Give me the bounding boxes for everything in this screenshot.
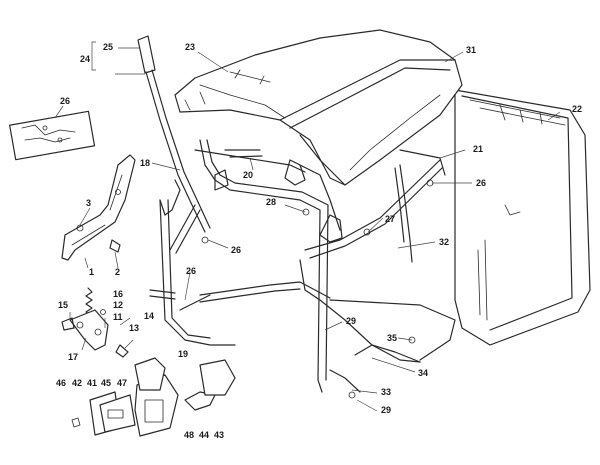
callout-25: 25: [103, 42, 113, 52]
spring-linkage: [61, 287, 129, 358]
callout-28: 28: [266, 197, 276, 207]
callout-48: 48: [184, 430, 194, 440]
callout-31: 31: [466, 45, 476, 55]
callout-43: 43: [214, 430, 224, 440]
callout-27: 27: [385, 214, 395, 224]
callout-44: 44: [199, 430, 209, 440]
callout-29b: 29: [381, 405, 391, 415]
callout-23: 23: [185, 42, 195, 52]
callout-20: 20: [243, 170, 253, 180]
callout-26c: 26: [231, 245, 241, 255]
bag-cover: [174, 29, 463, 186]
callout-labels: 1 2 3 11 12 13 14 15 16 17 18 19 20 21 2…: [56, 42, 582, 440]
callout-29a: 29: [346, 316, 356, 326]
callout-11: 11: [113, 312, 123, 322]
callout-2: 2: [115, 267, 120, 277]
left-bracket: [61, 154, 136, 261]
hardware: [9, 110, 434, 399]
callout-24: 24: [80, 54, 90, 64]
callout-16: 16: [113, 289, 123, 299]
callout-3: 3: [86, 198, 91, 208]
callout-45: 45: [101, 378, 111, 388]
callout-26a: 26: [60, 96, 70, 106]
callout-42: 42: [72, 378, 82, 388]
callout-22: 22: [572, 104, 582, 114]
callout-13: 13: [129, 323, 139, 333]
callout-35: 35: [387, 333, 397, 343]
bottom-parts: [71, 357, 236, 437]
lever-handle: [137, 35, 211, 254]
callout-41: 41: [87, 378, 97, 388]
callout-47: 47: [117, 378, 127, 388]
callout-15: 15: [58, 300, 68, 310]
callout-26b: 26: [476, 178, 486, 188]
callout-19: 19: [178, 349, 188, 359]
callout-32: 32: [439, 237, 449, 247]
callout-17: 17: [68, 352, 78, 362]
callout-33: 33: [381, 387, 391, 397]
callout-18: 18: [140, 158, 150, 168]
callout-1: 1: [89, 267, 94, 277]
callout-26d: 26: [186, 266, 196, 276]
callout-46: 46: [56, 378, 66, 388]
callout-12: 12: [113, 300, 123, 310]
leader-lines: [54, 41, 561, 412]
callout-34: 34: [418, 368, 428, 378]
callout-21: 21: [473, 144, 483, 154]
bag-frame: [159, 139, 456, 393]
grass-bag: [454, 89, 591, 346]
callout-14: 14: [144, 311, 154, 321]
